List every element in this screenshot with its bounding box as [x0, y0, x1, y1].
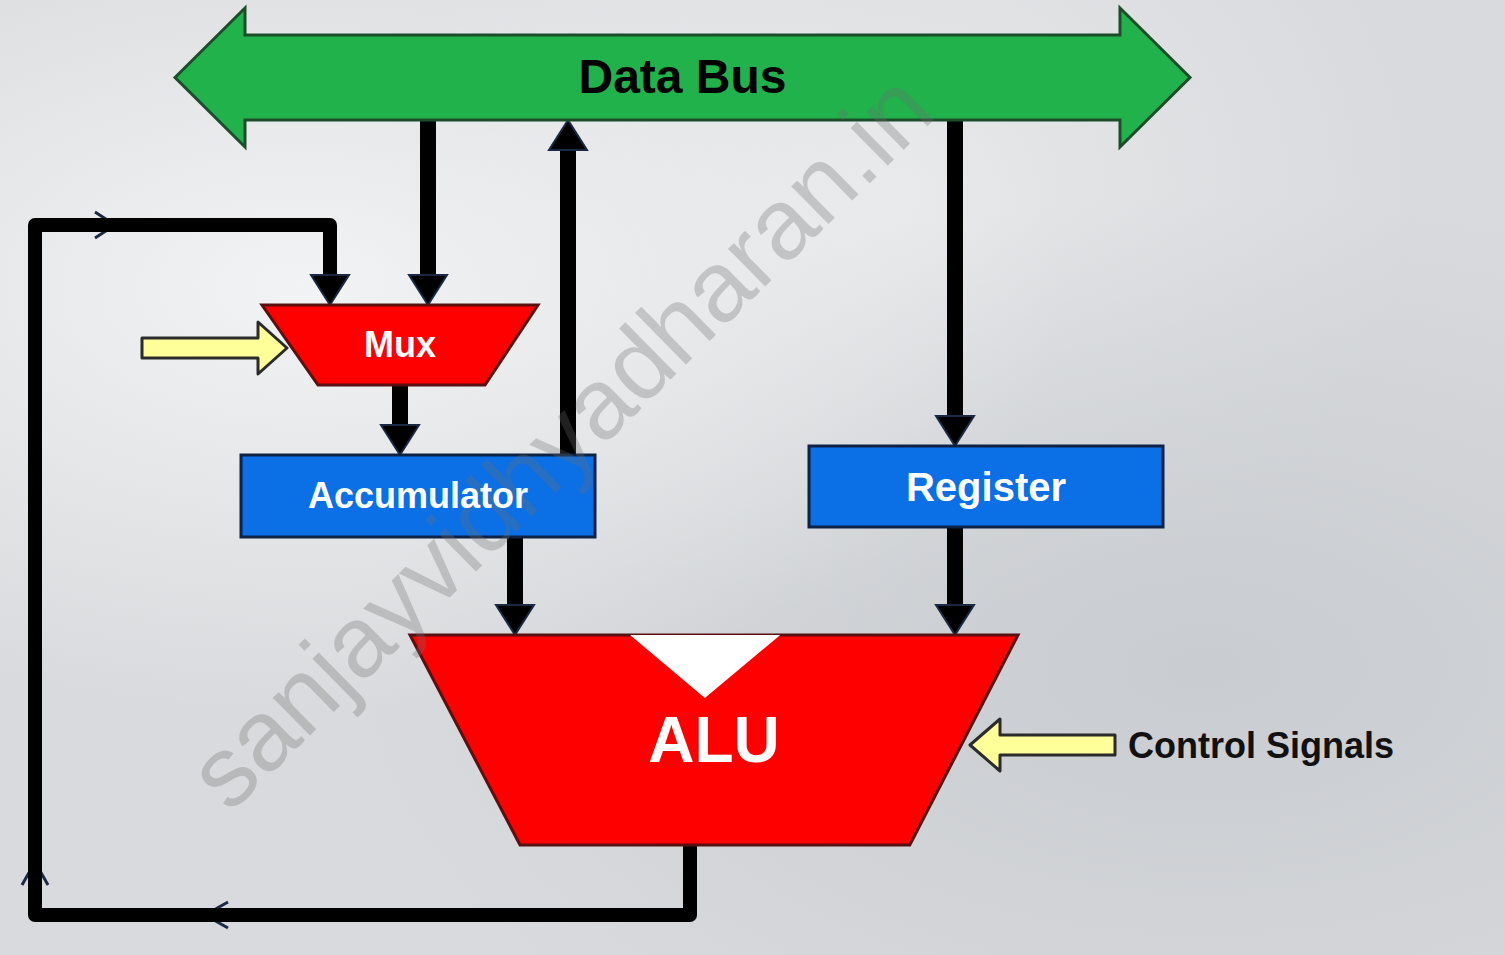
arrowhead — [311, 275, 349, 305]
bus-connector — [936, 527, 974, 635]
node-label: Accumulator — [308, 476, 528, 516]
data-bus: Data Bus — [175, 35, 1190, 120]
mux-select-arrow — [142, 322, 287, 374]
connector-line — [560, 148, 576, 455]
mux-trapezoid-fill — [262, 305, 538, 385]
bus-connector — [409, 120, 447, 305]
node-label: Mux — [364, 325, 436, 365]
arrowhead — [381, 425, 419, 455]
connector-line — [507, 537, 523, 607]
bus-connector — [496, 537, 534, 635]
connector-line — [947, 120, 963, 418]
arrowhead — [936, 416, 974, 446]
signal-label: Control Signals — [1128, 726, 1394, 766]
alu-trapezoid: ALU — [410, 635, 1018, 845]
bus-connector — [549, 120, 587, 455]
connector-line — [392, 385, 408, 427]
arrowhead — [409, 275, 447, 305]
alu-trapezoid-fill — [410, 635, 1018, 845]
bus-connector — [936, 120, 974, 446]
register-box: Register — [809, 446, 1163, 527]
control-signal-arrow — [970, 719, 1115, 771]
mux-trapezoid: Mux — [262, 305, 538, 385]
watermark: sanjayvidhyadharan.in — [167, 51, 953, 828]
accumulator-box-fill — [241, 455, 595, 537]
bus-connector — [381, 385, 419, 455]
data-bus-fill — [175, 8, 1190, 147]
accumulator-box: Accumulator — [241, 455, 595, 537]
register-box-fill — [809, 446, 1163, 527]
arrowhead — [496, 605, 534, 635]
connector-line — [420, 120, 436, 277]
alu-notch — [630, 635, 780, 698]
node-label: ALU — [648, 705, 780, 775]
arrowhead — [936, 605, 974, 635]
arrowhead — [549, 120, 587, 150]
node-label: Register — [906, 465, 1066, 509]
connector-line — [947, 527, 963, 607]
node-label: Data Bus — [578, 51, 786, 104]
